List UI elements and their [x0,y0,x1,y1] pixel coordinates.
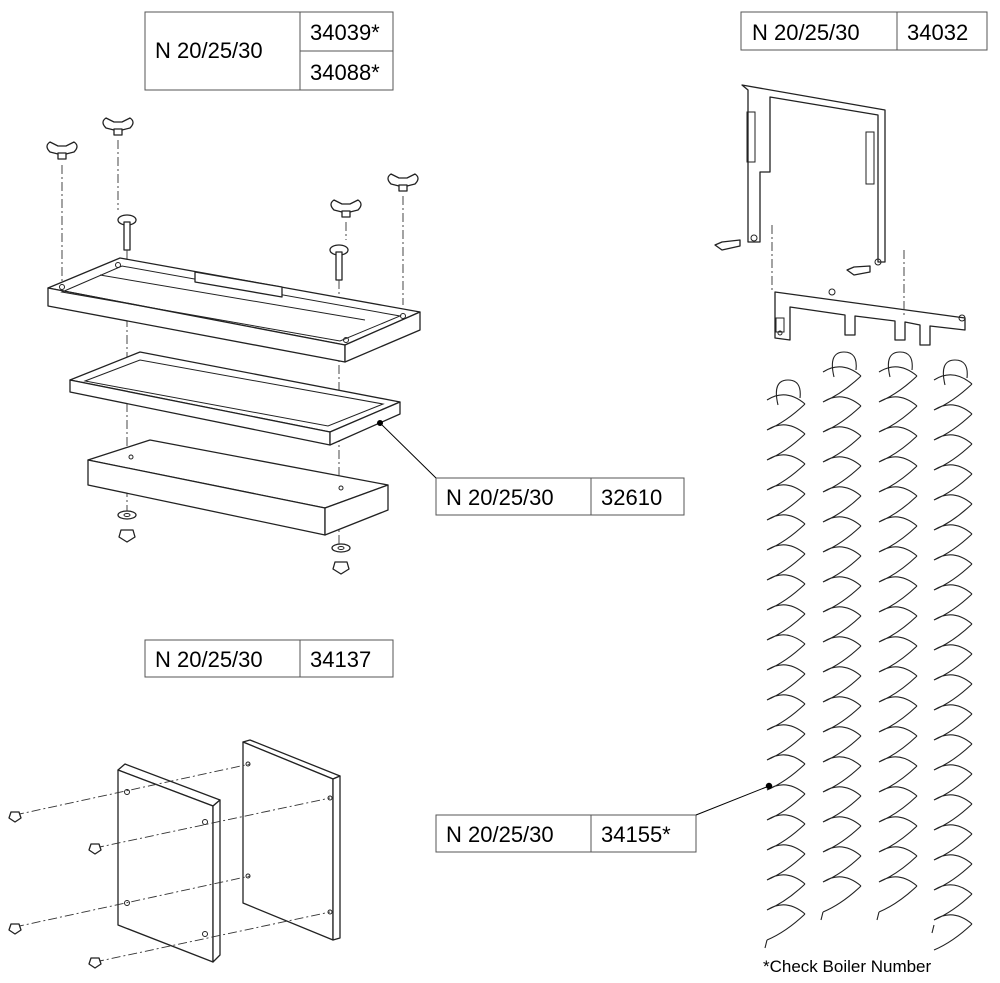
model-label: N 20/25/30 [155,38,263,63]
door-plate-front [117,763,221,963]
coil-tail [876,911,880,921]
label-table-32610: N 20/25/30 32610 [435,477,685,516]
coil-tail [820,911,824,921]
wing-nuts [46,117,419,218]
insulation-block [87,439,389,536]
hanger-bracket [714,84,886,276]
coil-hook [942,359,968,386]
model-label: N 20/25/30 [446,485,554,510]
model-label: N 20/25/30 [752,20,860,45]
washers-and-nuts [117,510,351,575]
coil-spring [766,394,806,941]
label-table-34032: N 20/25/30 34032 [740,11,988,51]
label-table-34039-34088: N 20/25/30 34039* 34088* [144,11,394,91]
right-centerlines [771,225,905,315]
coil-spring [933,374,973,951]
hook-rail [774,288,966,346]
model-label: N 20/25/30 [155,647,263,672]
part-code: 34137 [310,647,371,672]
coil-hook [775,379,801,406]
coil-springs [764,351,973,951]
coil-hook [887,351,913,378]
label-table-34137: N 20/25/30 34137 [144,639,394,678]
coil-tail [764,939,768,949]
footnote: *Check Boiler Number [763,957,932,976]
coil-spring [822,366,862,913]
part-code: 34032 [907,20,968,45]
coil-hook [831,351,857,378]
part-code: 34155* [601,822,671,847]
door-centerlines [14,763,331,963]
coil-spring [878,366,918,913]
leader-34155 [695,785,770,816]
model-label: N 20/25/30 [446,822,554,847]
part-code: 32610 [601,485,662,510]
label-table-34155: N 20/25/30 34155* [435,814,697,853]
top-cover-plate [47,257,421,363]
door-nuts [8,811,102,969]
part-code: 34039* [310,20,380,45]
coil-tail [931,924,935,934]
door-insulation-panel [242,739,341,941]
bolts [117,214,349,281]
part-code: 34088* [310,60,380,85]
leader-32610 [379,422,437,479]
gasket-frame [69,351,401,446]
